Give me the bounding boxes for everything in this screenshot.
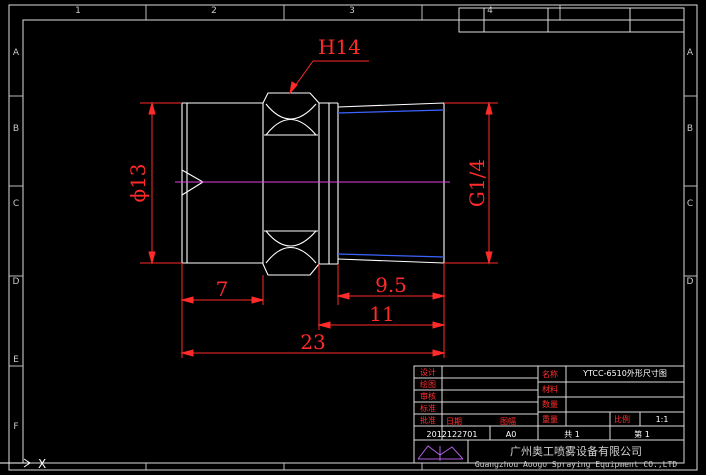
ref-letter-a-left: A	[13, 48, 20, 58]
drawing-frame	[8, 4, 698, 471]
label-name: 名称	[542, 369, 558, 379]
label-design: 设计	[420, 367, 436, 377]
date-value: 2012122701	[427, 430, 478, 439]
dim-length-9-5: 9.5	[375, 273, 407, 297]
company-name-cn: 广州奥工喷雾设备有限公司	[510, 444, 642, 458]
part-outline[interactable]	[181, 92, 445, 276]
company-logo	[417, 445, 464, 461]
frame-ticks	[9, 5, 697, 470]
ref-number-4: 4	[487, 6, 493, 16]
ref-letter-f-left: F	[13, 422, 18, 432]
ref-letter-b-left: B	[13, 124, 19, 134]
ref-letter-c-left: C	[13, 199, 19, 209]
label-material: 材料	[542, 384, 558, 394]
ref-number-2: 2	[211, 6, 217, 16]
ref-number-3: 3	[349, 6, 355, 16]
dim-hex-size: H14	[318, 35, 361, 59]
sheet-total: 共 1	[564, 430, 580, 439]
thread-lines	[337, 109, 445, 258]
title-block	[413, 365, 685, 464]
ref-letter-e-left: E	[13, 355, 19, 365]
dim-thread: G1/4	[465, 159, 489, 207]
label-weight: 重量	[542, 414, 558, 424]
label-drawing: 绘图	[420, 379, 436, 389]
label-scale: 比例	[614, 414, 630, 424]
revision-table	[458, 7, 685, 33]
sheet-index: 第 1	[634, 429, 650, 439]
label-date: 日期	[446, 417, 462, 426]
ref-letter-c-right: C	[687, 199, 693, 209]
ucs-x-label: X	[38, 457, 46, 471]
dim-diameter: ϕ13	[126, 163, 150, 202]
dim-length-7: 7	[216, 277, 229, 301]
ref-letter-a-right: A	[687, 48, 694, 58]
company-name-en: Guangzhou Aoogo Spraying Equipment CO.,L…	[475, 460, 677, 469]
scale-value: 1:1	[656, 415, 669, 424]
label-standard: 标准	[420, 403, 436, 413]
frame-references: 1 2 3 4 A B C D E F A B C D	[13, 6, 694, 432]
size-value: A0	[506, 430, 517, 439]
label-quantity: 数量	[542, 399, 558, 409]
dim-length-23: 23	[300, 330, 325, 354]
label-approve: 批准	[420, 415, 436, 425]
drawing-name: YTCC-6510外形尺寸图	[582, 368, 667, 378]
dimension-lines	[140, 60, 498, 358]
ref-letter-d-right: D	[687, 277, 694, 287]
ucs-icon	[0, 458, 31, 468]
ref-letter-b-right: B	[687, 124, 693, 134]
label-size: 图幅	[500, 416, 516, 426]
label-review: 审核	[420, 391, 436, 401]
ref-number-1: 1	[75, 6, 81, 16]
ref-letter-d-left: D	[13, 277, 20, 287]
dim-length-11: 11	[369, 302, 394, 326]
